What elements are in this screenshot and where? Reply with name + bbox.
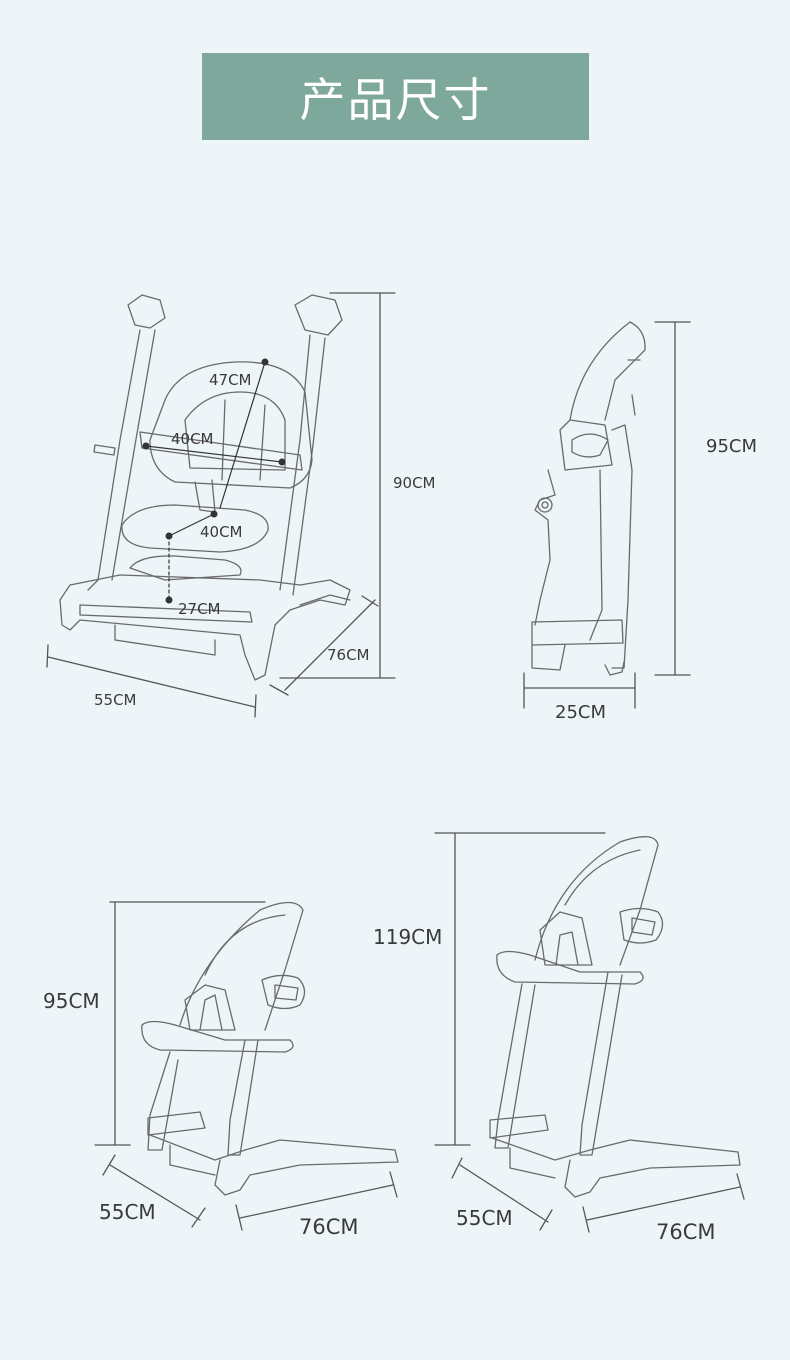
chair-low-illustration — [141, 901, 399, 1196]
chair-folded-illustration — [531, 321, 646, 676]
chair-low-dimension-lines — [94, 901, 398, 1231]
seat-width-label: 40CM — [171, 430, 214, 448]
footrest-label: 27CM — [178, 600, 221, 618]
high-height-label: 119CM — [373, 925, 442, 949]
chair-front-inner-measures — [145, 361, 283, 601]
folded-depth-label: 25CM — [555, 702, 606, 723]
chair-high-illustration — [489, 836, 741, 1198]
chair1-width-label: 55CM — [94, 691, 137, 709]
chair-front-dimension-lines — [46, 292, 396, 718]
high-width-label: 55CM — [456, 1206, 513, 1230]
low-height-label: 95CM — [43, 989, 100, 1013]
low-depth-label: 76CM — [299, 1215, 359, 1239]
page-title: 产品尺寸 — [299, 72, 492, 127]
chair1-depth-label: 76CM — [327, 646, 370, 664]
seat-depth-label: 40CM — [200, 523, 243, 541]
chair1-height-label: 90CM — [393, 474, 436, 492]
chair-folded-dimension-lines — [523, 321, 691, 709]
folded-height-label: 95CM — [706, 436, 757, 457]
seat-back-label: 47CM — [209, 371, 252, 389]
chair-front-illustration — [59, 294, 351, 681]
low-width-label: 55CM — [99, 1200, 156, 1224]
title-banner: 产品尺寸 — [202, 53, 589, 140]
chair-high-dimension-lines — [434, 832, 745, 1233]
high-depth-label: 76CM — [656, 1220, 716, 1244]
